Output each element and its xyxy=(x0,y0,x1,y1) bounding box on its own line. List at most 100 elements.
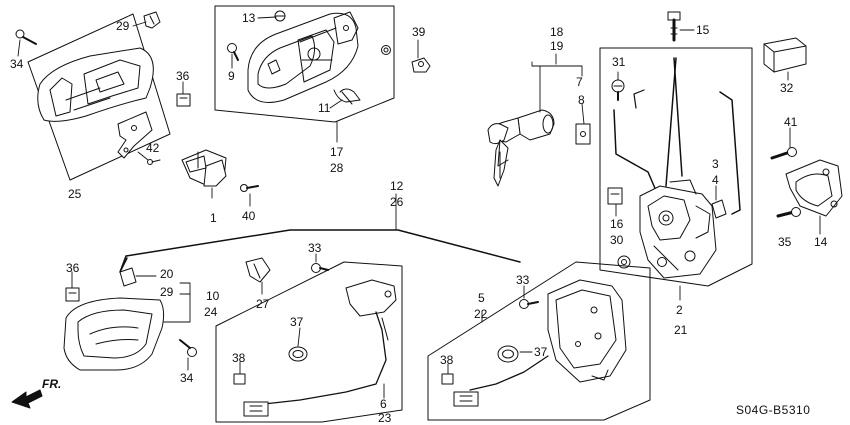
clip-part-36-upper xyxy=(176,93,191,107)
front-direction-label: FR. xyxy=(42,377,62,391)
callout-34-lower: 34 xyxy=(180,371,194,385)
screw-part-42 xyxy=(147,159,161,165)
callout-42: 42 xyxy=(146,141,160,155)
handle-part-17 xyxy=(247,11,359,103)
connector-part-23 xyxy=(243,401,269,417)
callout-4: 4 xyxy=(712,173,719,187)
clip-part-38-right xyxy=(441,373,454,385)
callout-19: 19 xyxy=(550,39,564,53)
clip-part-16 xyxy=(607,187,623,205)
callout-5: 5 xyxy=(478,291,485,305)
outer-handle-part-25 xyxy=(37,47,154,159)
callout-26: 26 xyxy=(390,195,404,209)
handle-panel-17 xyxy=(214,5,395,123)
callout-12: 12 xyxy=(390,179,404,193)
rod-clip-part-4 xyxy=(711,199,727,219)
callout-31: 31 xyxy=(612,55,626,69)
callout-27: 27 xyxy=(256,297,270,311)
inner-handle-part-10 xyxy=(63,297,165,371)
actuator-panel-5 xyxy=(427,261,651,421)
clip-part-38-left xyxy=(233,373,246,385)
callout-37-right: 37 xyxy=(534,345,548,359)
callout-9: 9 xyxy=(228,69,235,83)
callout-33-right: 33 xyxy=(516,273,530,287)
callout-36-lower: 36 xyxy=(66,261,80,275)
callout-24: 24 xyxy=(204,305,218,319)
latch-panel xyxy=(599,47,753,287)
cap-part-39 xyxy=(411,57,431,73)
latch-body xyxy=(639,179,717,279)
actuator-part-5 xyxy=(469,279,627,391)
actuator-part-6 xyxy=(263,279,397,405)
callout-7: 7 xyxy=(576,75,583,89)
callout-38-left: 38 xyxy=(232,351,246,365)
bolt-part-31 xyxy=(611,79,625,101)
callout-16: 16 xyxy=(610,217,624,231)
callout-2: 2 xyxy=(676,303,683,317)
rod-part-15 xyxy=(667,11,681,42)
key-part-19 xyxy=(487,123,509,187)
bolt-part-33-left xyxy=(311,263,329,273)
actuator-panel-6 xyxy=(215,261,403,423)
latch-rods xyxy=(613,57,741,215)
callout-40: 40 xyxy=(242,209,256,223)
callout-35: 35 xyxy=(778,235,792,249)
diagram-code: S04G-B5310 xyxy=(736,403,811,417)
screw-part-40 xyxy=(240,184,259,192)
clip-part-20 xyxy=(119,267,137,287)
callout-8: 8 xyxy=(578,93,585,107)
clip-part-27 xyxy=(245,257,271,283)
switch-part-1 xyxy=(181,149,227,187)
callout-6: 6 xyxy=(380,397,387,411)
cover-part-32 xyxy=(763,37,807,73)
connector-part-22 xyxy=(453,391,479,407)
callout-38-right: 38 xyxy=(440,353,454,367)
callout-20: 20 xyxy=(160,267,174,281)
callout-34-upper: 34 xyxy=(10,57,24,71)
band-part-37-left xyxy=(288,346,308,362)
outer-handle-panel xyxy=(27,13,171,181)
callout-3: 3 xyxy=(712,157,719,171)
callout-33-left: 33 xyxy=(308,241,322,255)
callout-1: 1 xyxy=(210,211,217,225)
bolt-part-41 xyxy=(770,147,797,160)
clip-part-36-lower xyxy=(65,287,80,302)
callout-30: 30 xyxy=(610,233,624,247)
callout-13: 13 xyxy=(242,11,256,25)
callout-29-lower: 29 xyxy=(160,285,174,299)
front-arrow-icon xyxy=(11,389,43,409)
callout-22: 22 xyxy=(474,307,488,321)
callout-41: 41 xyxy=(784,115,798,129)
callout-36-upper: 36 xyxy=(176,69,190,83)
callout-23: 23 xyxy=(378,411,392,425)
cable-part-12 xyxy=(119,229,521,273)
rod-clip-part-8 xyxy=(575,123,591,145)
bolt-part-35 xyxy=(776,207,801,218)
band-part-37-right xyxy=(497,345,519,363)
striker-part-14 xyxy=(785,159,843,217)
callout-10: 10 xyxy=(206,289,220,303)
callout-18: 18 xyxy=(550,25,564,39)
leader-lines xyxy=(17,16,821,399)
callout-39: 39 xyxy=(412,25,426,39)
grommet-part-39-small xyxy=(381,45,391,55)
spring-part-11 xyxy=(333,88,361,105)
clip-part-13 xyxy=(274,10,286,22)
callout-14: 14 xyxy=(814,235,828,249)
callout-28: 28 xyxy=(330,161,344,175)
screw-part-34-lower xyxy=(179,339,197,357)
screw-part-34-upper xyxy=(15,29,37,45)
clip-part-29 xyxy=(143,11,161,29)
callout-17: 17 xyxy=(330,145,344,159)
callout-21: 21 xyxy=(674,323,688,337)
callout-32: 32 xyxy=(780,81,794,95)
callout-29-upper: 29 xyxy=(116,19,130,33)
callout-37-left: 37 xyxy=(290,315,304,329)
callout-15: 15 xyxy=(696,23,710,37)
bolt-part-9 xyxy=(227,43,239,61)
callout-11: 11 xyxy=(318,101,331,115)
callout-25: 25 xyxy=(68,187,82,201)
grommet-part-latch xyxy=(617,255,631,269)
